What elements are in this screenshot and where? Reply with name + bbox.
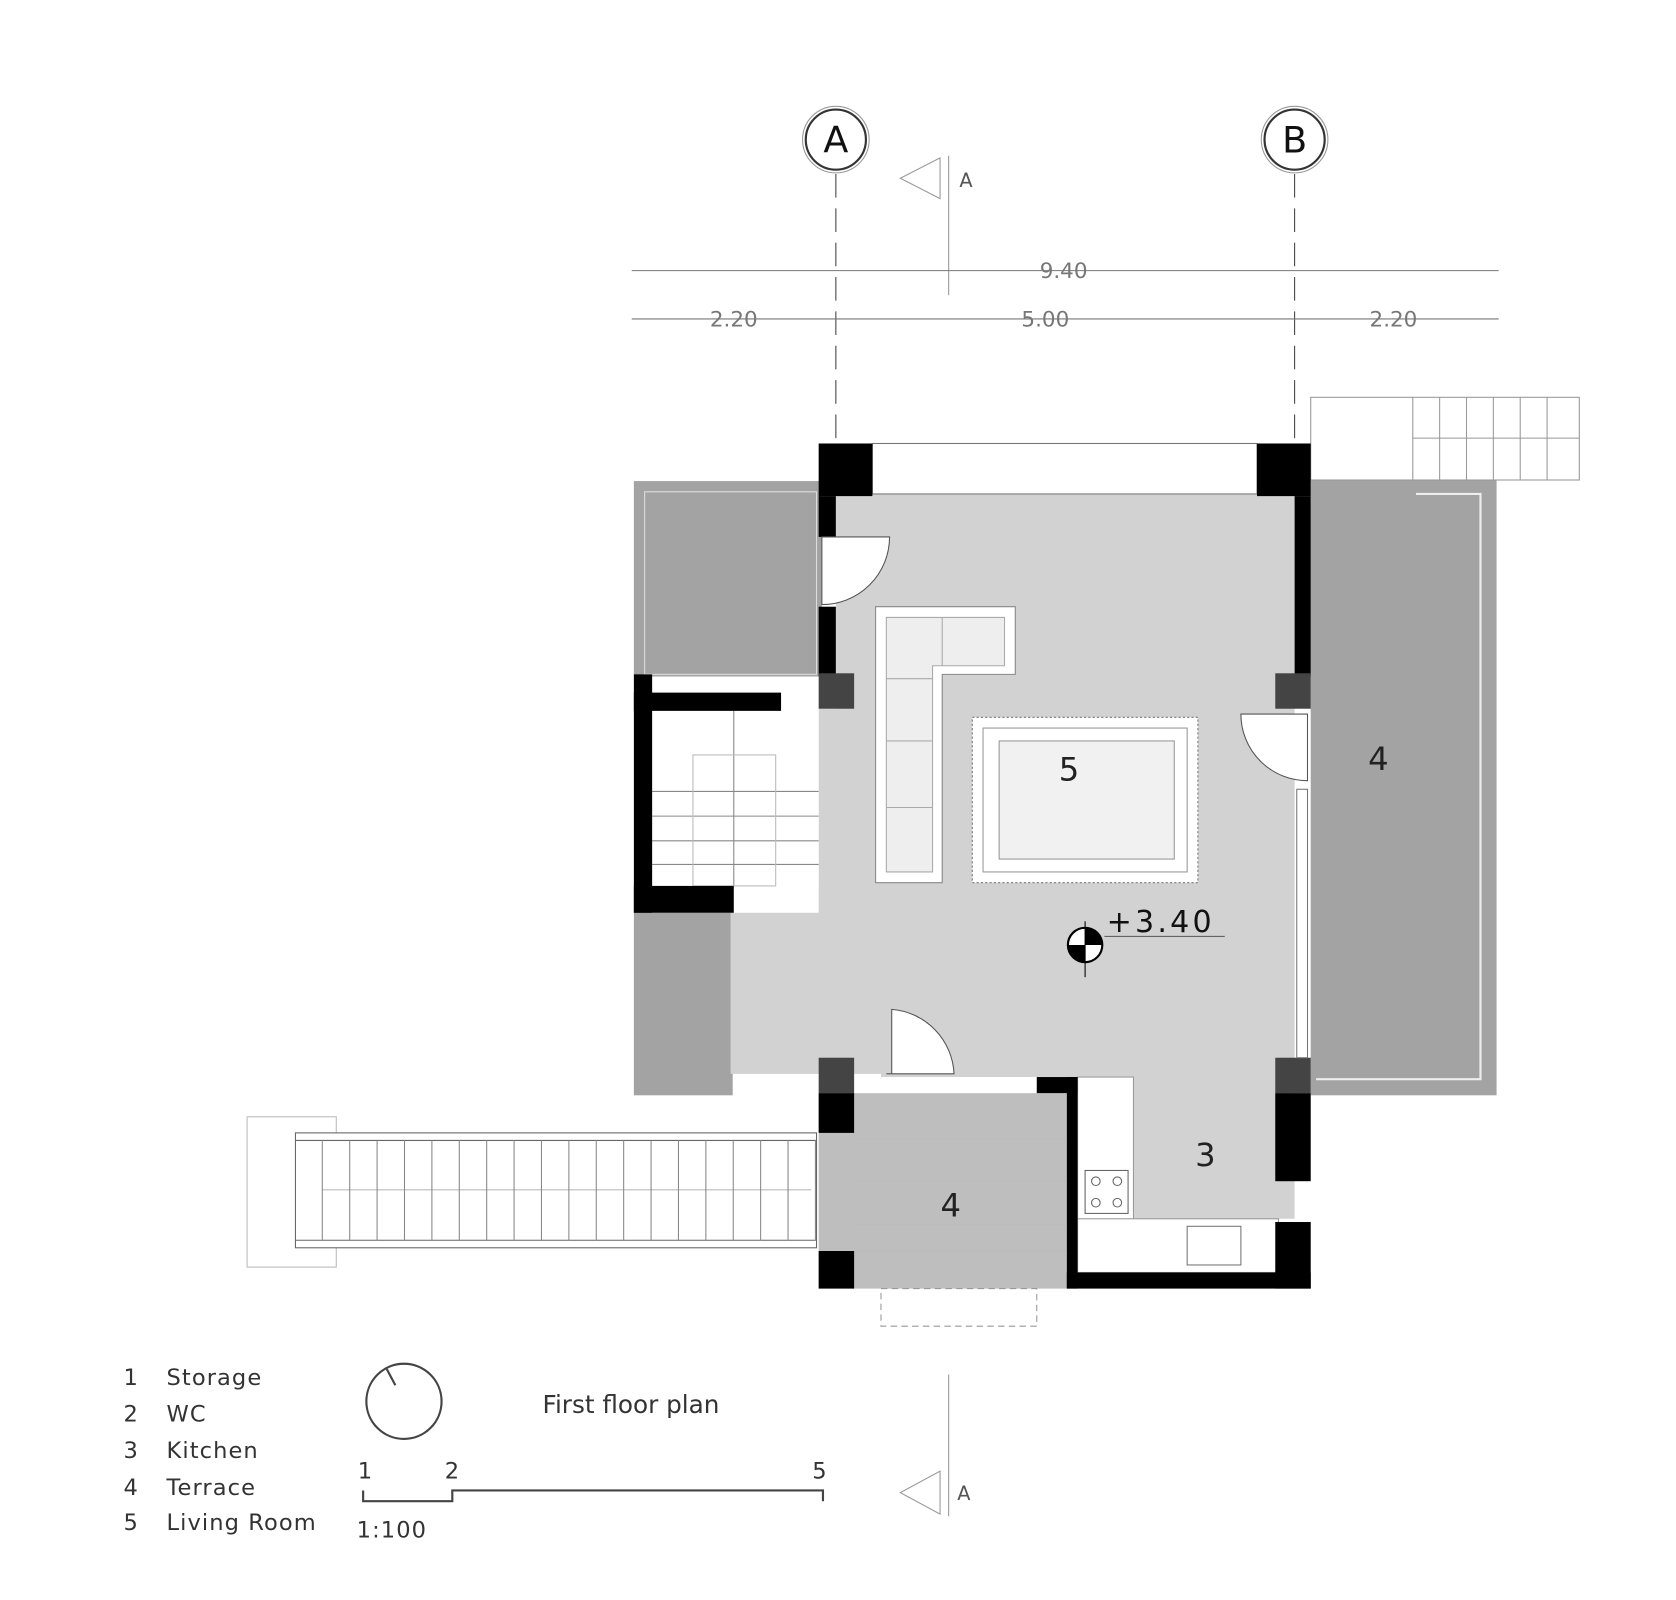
terrace-bottom bbox=[818, 1093, 1067, 1327]
svg-text:3: 3 bbox=[124, 1438, 139, 1464]
dimension-lines: 9.40 2.20 5.00 2.20 bbox=[631, 259, 1499, 332]
svg-text:5: 5 bbox=[812, 1459, 827, 1485]
terrace-right bbox=[1310, 472, 1497, 1096]
legend-item: Living Room bbox=[167, 1510, 317, 1536]
walls bbox=[818, 443, 1311, 1289]
level-value: +3.40 bbox=[1107, 905, 1215, 940]
rug bbox=[971, 716, 1199, 884]
svg-text:1: 1 bbox=[124, 1365, 139, 1391]
legend-item: Terrace bbox=[166, 1475, 257, 1501]
dimension-segment: 2.20 bbox=[710, 307, 758, 332]
grid-axis-b: B bbox=[1260, 105, 1329, 441]
dimension-overall: 9.40 bbox=[1040, 259, 1088, 284]
grid-label-b: B bbox=[1282, 118, 1307, 161]
north-arrow-icon bbox=[365, 1362, 443, 1440]
legend-item: WC bbox=[167, 1402, 207, 1428]
section-label: A bbox=[957, 1482, 971, 1505]
svg-text:2: 2 bbox=[445, 1459, 460, 1485]
stair-top-right bbox=[1310, 396, 1580, 481]
room-label-kitchen: 3 bbox=[1195, 1136, 1216, 1174]
level-marker: +3.40 bbox=[1066, 905, 1225, 978]
dimension-segment: 5.00 bbox=[1021, 307, 1069, 332]
legend: 1 Storage 2 WC 3 Kitchen 4 Terrace 5 Living R… bbox=[124, 1365, 317, 1536]
section-mark-top: A bbox=[899, 155, 973, 296]
svg-text:1: 1 bbox=[358, 1459, 373, 1485]
terrace-left bbox=[633, 481, 822, 1096]
stair-storage bbox=[633, 674, 819, 913]
kitchen-counter bbox=[1077, 1076, 1280, 1274]
legend-item: Kitchen bbox=[167, 1438, 259, 1464]
scale-bar: 1 2 5 1:100 bbox=[357, 1459, 827, 1544]
dimension-segment: 2.20 bbox=[1370, 307, 1418, 332]
stove-icon bbox=[1084, 1169, 1129, 1214]
svg-text:2: 2 bbox=[124, 1402, 139, 1428]
room-label-terrace-right: 4 bbox=[1368, 740, 1389, 778]
drawing-title: First floor plan bbox=[543, 1390, 720, 1419]
svg-text:5: 5 bbox=[124, 1510, 139, 1536]
section-label: A bbox=[959, 169, 973, 192]
sofa bbox=[875, 606, 1016, 884]
legend-item: Storage bbox=[167, 1365, 263, 1391]
window-top bbox=[871, 442, 1258, 495]
svg-text:4: 4 bbox=[124, 1475, 139, 1501]
room-label-living: 5 bbox=[1059, 751, 1080, 789]
exterior-stair bbox=[246, 1116, 818, 1268]
sink-icon bbox=[1186, 1225, 1242, 1266]
room-label-terrace-bottom: 4 bbox=[941, 1187, 962, 1225]
section-mark-bottom: A bbox=[899, 1374, 971, 1517]
scale-ratio: 1:100 bbox=[357, 1518, 427, 1544]
grid-axis-a: A bbox=[802, 105, 870, 441]
doors bbox=[821, 536, 1309, 1075]
grid-label-a: A bbox=[823, 118, 848, 161]
